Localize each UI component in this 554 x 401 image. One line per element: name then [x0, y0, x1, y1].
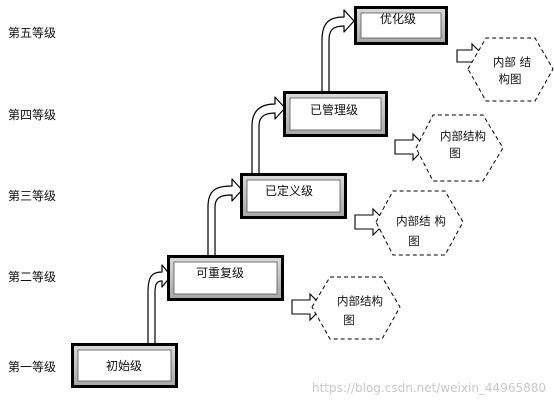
- level-label-1: 第一等级: [8, 360, 56, 374]
- step-arrow-3-to-4: [251, 96, 286, 175]
- structure-hexagon-5: 内部 结 构图: [467, 37, 554, 102]
- level-label-2: 第二等级: [8, 270, 56, 284]
- structure-label-2a: 内部结构: [337, 294, 383, 308]
- structure-label-3b: 图: [408, 234, 420, 248]
- watermark-text: https://blog.csdn.net/weixin_44965880: [312, 381, 546, 395]
- stage-box-defined: 已定义级: [240, 173, 347, 219]
- stage-label-defined: 已定义级: [265, 183, 313, 198]
- stage-box-managed: 已管理级: [283, 91, 388, 137]
- structure-label-4b: 图: [449, 146, 461, 160]
- stage-label-repeatable: 可重复级: [196, 266, 244, 280]
- step-arrow-1-to-2: [147, 264, 172, 345]
- structure-label-5a: 内部 结: [493, 55, 531, 69]
- stage-label-initial: 初始级: [106, 359, 142, 373]
- structure-label-3a: 内部结 构: [396, 214, 446, 228]
- stage-label-managed: 已管理级: [310, 102, 358, 117]
- structure-label-5b: 构图: [499, 72, 522, 86]
- step-arrow-2-to-3: [207, 178, 243, 258]
- stage-label-optimizing: 优化级: [380, 12, 416, 26]
- step-arrow-4-to-5: [321, 9, 355, 93]
- stage-box-repeatable: 可重复级: [167, 255, 284, 301]
- structure-hexagon-2: 内部结构 图: [311, 276, 401, 340]
- structure-label-4a: 内部结构: [440, 129, 486, 143]
- structure-hexagon-3: 内部结 构 图: [375, 190, 464, 256]
- level-label-4: 第四等级: [8, 108, 56, 122]
- stage-box-initial: 初始级: [71, 343, 178, 388]
- structure-hexagon-4: 内部结构 图: [415, 114, 504, 182]
- level-label-5: 第五等级: [8, 26, 56, 40]
- structure-label-2b: 图: [343, 313, 355, 327]
- stage-box-optimizing: 优化级: [354, 6, 448, 45]
- level-label-3: 第三等级: [8, 189, 56, 203]
